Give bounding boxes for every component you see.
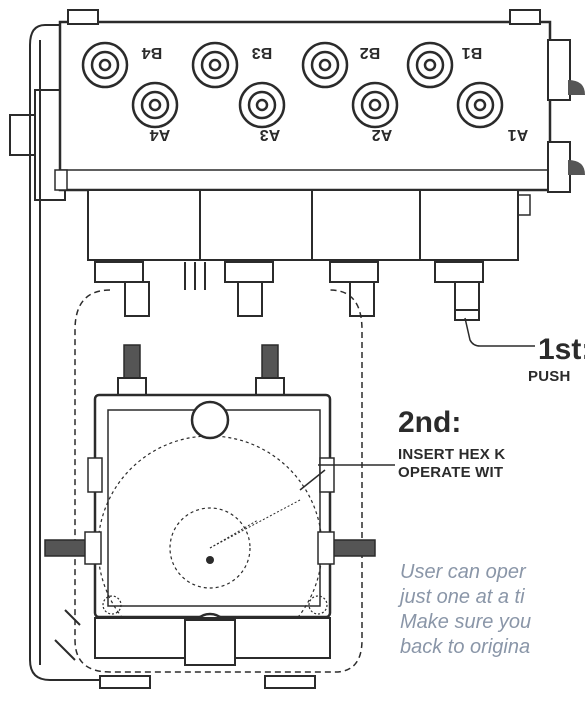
- spool-buttons: [124, 281, 480, 321]
- step2-instruction-line1: INSERT HEX K: [398, 446, 506, 463]
- note-line: Make sure you: [400, 611, 532, 633]
- valve-sections: [87, 189, 519, 290]
- step1-instruction: PUSH: [528, 368, 571, 385]
- step2-callout: 2nd: INSERT HEX K OPERATE WIT: [398, 408, 505, 482]
- step2-instruction-line2: OPERATE WIT: [398, 464, 504, 481]
- port-label-b2: B2: [360, 44, 381, 61]
- mounting-bracket: [9, 24, 110, 681]
- side-fitting-bottom: [547, 141, 585, 193]
- step1-leader-line: [464, 317, 535, 347]
- port-label-a1: A1: [508, 126, 529, 143]
- port-label-b3: B3: [252, 44, 273, 61]
- side-bolts: [44, 531, 376, 565]
- port-fitting-icon: [131, 81, 504, 129]
- port-label-a3: A3: [260, 126, 281, 143]
- step1-title: 1st:: [538, 333, 585, 366]
- side-fitting-top: [547, 39, 585, 101]
- step2-title: 2nd:: [398, 406, 462, 439]
- note-line: back to origina: [400, 636, 531, 658]
- port-fitting-icon: [81, 41, 454, 89]
- note-line: User can oper: [400, 561, 526, 583]
- port-label-a2: A2: [372, 126, 393, 143]
- actuator-outline: [74, 289, 363, 673]
- port-label-b1: B1: [462, 44, 483, 61]
- actuator-body: [87, 393, 335, 666]
- port-label-b4: B4: [142, 44, 163, 61]
- port-label-a4: A4: [150, 126, 171, 143]
- step1-callout: 1st:: [538, 335, 585, 365]
- base-feet: [99, 675, 316, 689]
- note-line: just one at a ti: [400, 586, 525, 608]
- operation-note: User can oper just one at a ti Make sure…: [400, 560, 531, 660]
- solenoid-pin-icon: [117, 344, 285, 399]
- hex-key-icon: [299, 469, 326, 491]
